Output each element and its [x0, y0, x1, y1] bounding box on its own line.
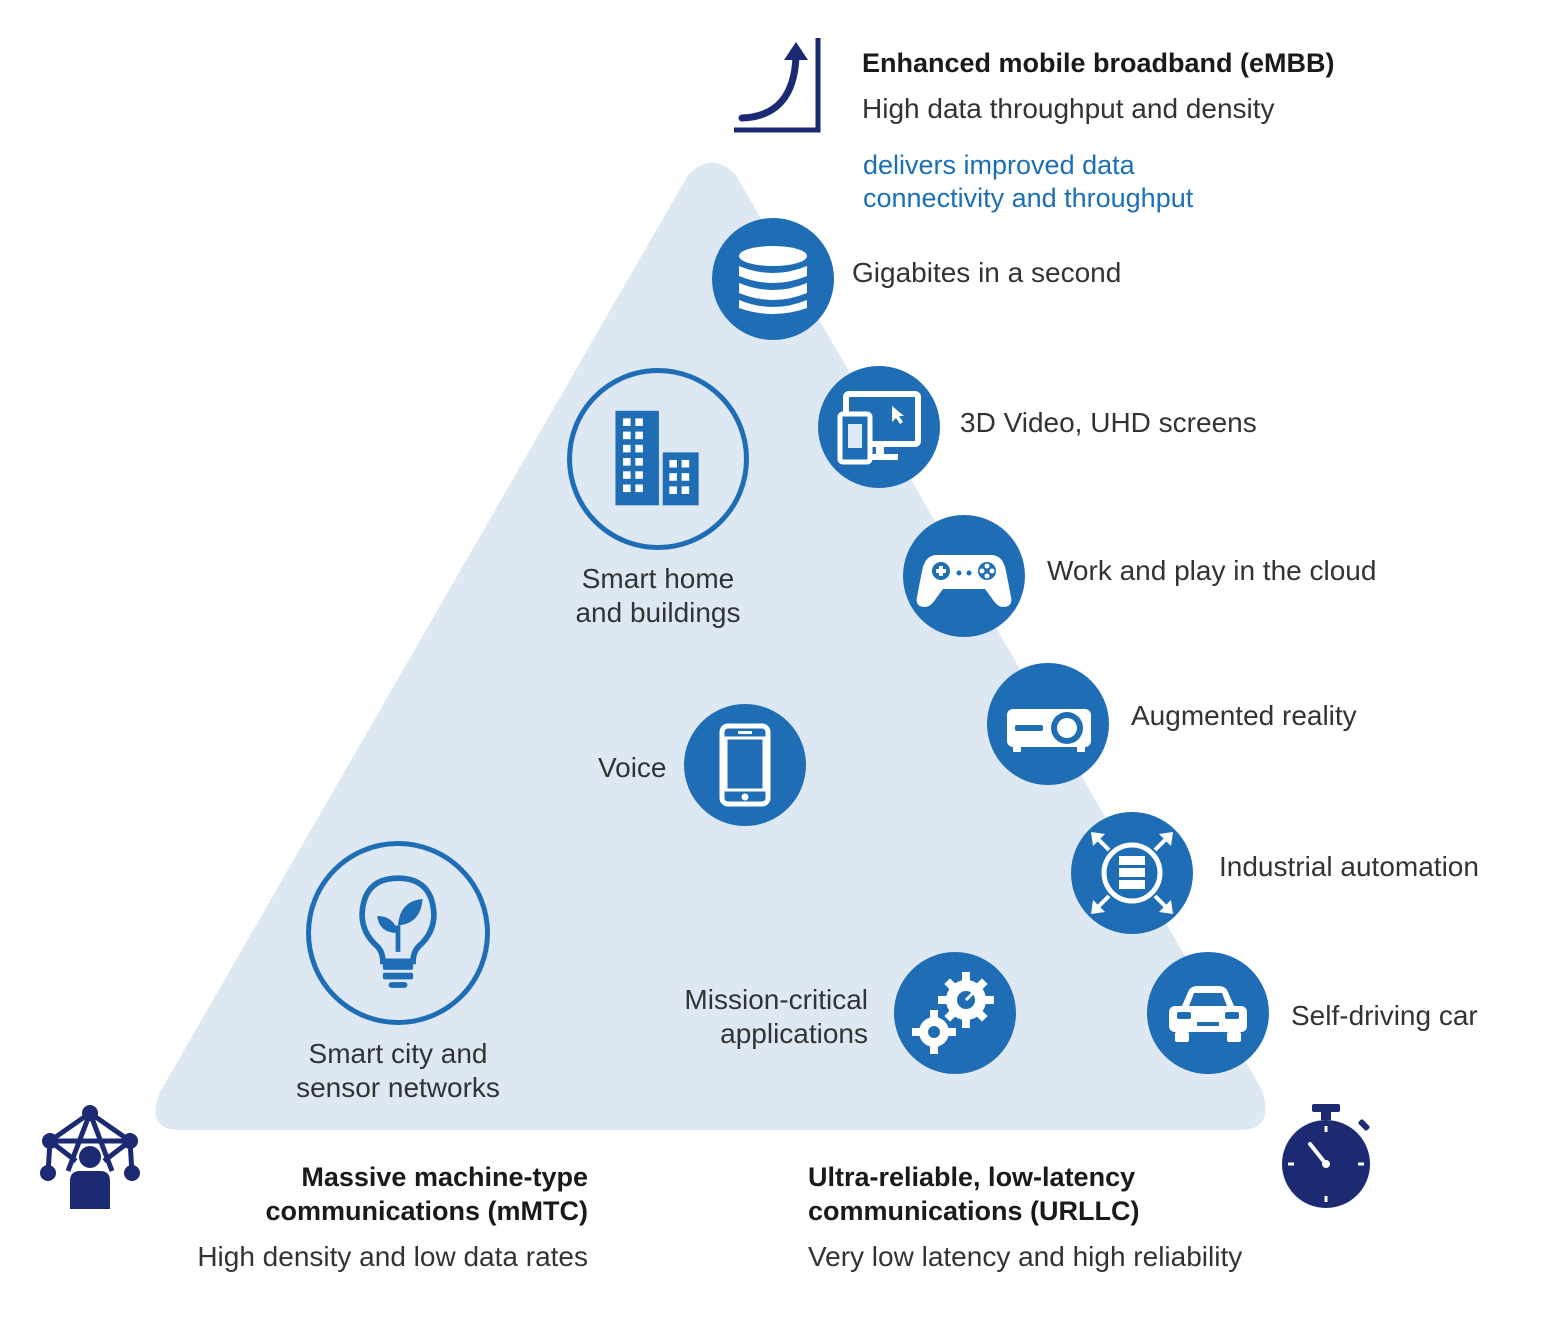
- growth-curve-icon: [734, 38, 821, 133]
- video-label: 3D Video, UHD screens: [960, 407, 1257, 438]
- voice-label: Voice: [598, 752, 667, 783]
- devices-icon: [818, 366, 940, 488]
- embb-note-line2: connectivity and throughput: [863, 183, 1194, 213]
- buildings-icon: [567, 368, 749, 550]
- projector-icon: [987, 663, 1109, 785]
- mmtc-title-line1: Massive machine-type: [301, 1162, 588, 1192]
- gears-icon: [894, 952, 1016, 1074]
- smarthome-label-line2: and buildings: [575, 597, 741, 628]
- embb-title: Enhanced mobile broadband (eMBB): [862, 48, 1335, 78]
- network-person-icon: [40, 1105, 140, 1209]
- car-icon: [1147, 952, 1269, 1074]
- mission-label-line2: applications: [720, 1018, 868, 1049]
- mission-label-line1: Mission-critical: [684, 984, 868, 1015]
- mmtc-title-line2: communications (mMTC): [265, 1196, 588, 1226]
- cloud-label: Work and play in the cloud: [1047, 555, 1377, 586]
- embb-subtitle: High data throughput and density: [862, 93, 1275, 124]
- mmtc-subtitle: High density and low data rates: [197, 1241, 588, 1272]
- smartcity-label-line2: sensor networks: [296, 1072, 500, 1103]
- urllc-subtitle: Very low latency and high reliability: [808, 1241, 1243, 1272]
- urllc-title-line1: Ultra-reliable, low-latency: [808, 1162, 1136, 1192]
- stopwatch-icon: [1282, 1104, 1370, 1208]
- embb-note-line1: delivers improved data: [863, 150, 1135, 180]
- smarthome-label-line1: Smart home: [581, 563, 735, 594]
- server-arrows-icon: [1071, 812, 1193, 934]
- database-icon: [712, 218, 834, 340]
- selfdriving-label: Self-driving car: [1291, 1000, 1478, 1031]
- urllc-title-line2: communications (URLLC): [808, 1196, 1140, 1226]
- smartphone-icon: [684, 704, 806, 826]
- lightbulb-leaf-icon: [306, 841, 490, 1025]
- industrial-label: Industrial automation: [1219, 851, 1479, 882]
- gamepad-icon: [903, 515, 1025, 637]
- ar-label: Augmented reality: [1131, 700, 1357, 731]
- smartcity-label-line1: Smart city and: [308, 1038, 488, 1069]
- gigabytes-label: Gigabites in a second: [852, 257, 1122, 288]
